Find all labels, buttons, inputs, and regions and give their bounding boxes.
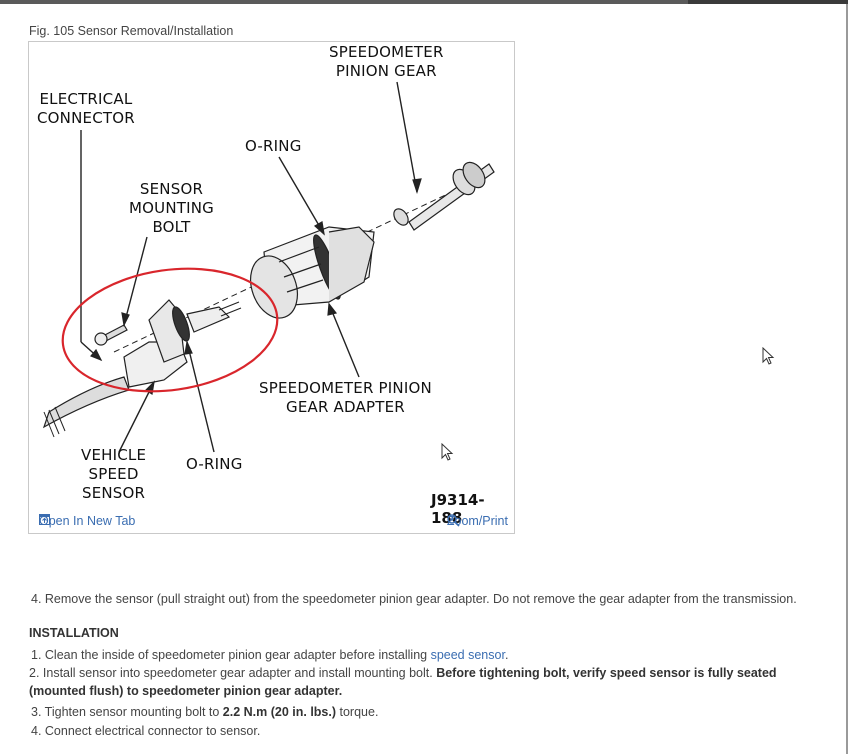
label-sensor-mounting-bolt: SENSOR MOUNTING BOLT	[129, 180, 214, 236]
mouse-cursor-icon	[441, 443, 454, 461]
open-tab-icon	[39, 514, 50, 525]
open-in-new-tab-label[interactable]: Open In New Tab	[39, 514, 136, 528]
step3-torque: 2.2 N.m (20 in. lbs.)	[222, 705, 337, 719]
step3-end: torque.	[336, 705, 379, 719]
zoom-icon	[447, 514, 460, 527]
sensor-cable	[42, 376, 130, 429]
scrollbar-edge	[846, 4, 848, 754]
sensor-diagram	[42, 81, 495, 453]
label-o-ring-top: O-RING	[245, 137, 302, 155]
zoom-print-label[interactable]: Zoom/Print	[446, 514, 508, 528]
figure-container: SPEEDOMETER PINION GEAR ELECTRICAL CONNE…	[28, 41, 515, 534]
label-vehicle-speed-sensor: VEHICLE SPEED SENSOR	[81, 446, 147, 502]
step1-text: 1. Clean the inside of speedometer pinio…	[31, 648, 431, 662]
window-top-bar	[0, 0, 848, 4]
figure-caption: Fig. 105 Sensor Removal/Installation	[29, 24, 234, 38]
window-top-bar-right	[688, 0, 848, 4]
installation-heading: INSTALLATION	[29, 626, 119, 640]
step1-end: .	[504, 648, 509, 662]
step2-bold: Before tightening bolt, verify speed sen…	[29, 666, 777, 698]
step2-text: 2. Install sensor into speedometer gear …	[29, 666, 437, 680]
label-o-ring-bottom: O-RING	[186, 455, 243, 473]
label-speedometer-pinion-gear: SPEEDOMETER PINION GEAR	[329, 43, 444, 80]
installation-step-2: 2. Install sensor into speedometer gear …	[29, 664, 809, 700]
step3-text: 3. Tighten sensor mounting bolt to	[31, 705, 223, 719]
highlight-circle	[61, 267, 279, 393]
zoom-print-link[interactable]: Zoom/Print	[447, 514, 508, 528]
speed-sensor-link[interactable]: speed sensor	[430, 648, 505, 662]
open-in-new-tab-link[interactable]: Open In New Tab	[39, 514, 135, 528]
mouse-cursor-icon	[762, 347, 775, 365]
label-electrical-connector: ELECTRICAL CONNECTOR	[37, 90, 135, 127]
installation-step-3: 3. Tighten sensor mounting bolt to 2.2 N…	[31, 703, 378, 721]
removal-step-4: 4. Remove the sensor (pull straight out)…	[31, 592, 797, 606]
label-gear-adapter: SPEEDOMETER PINION GEAR ADAPTER	[259, 379, 432, 416]
installation-step-1: 1. Clean the inside of speedometer pinio…	[31, 646, 508, 664]
installation-step-4: 4. Connect electrical connector to senso…	[31, 724, 261, 738]
